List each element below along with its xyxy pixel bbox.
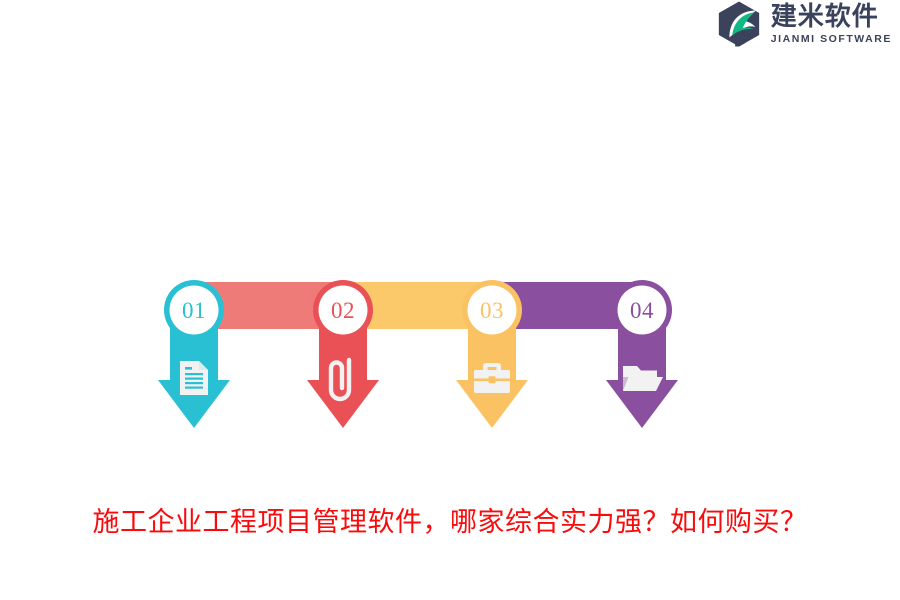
step-circle-inner-02 <box>318 285 368 335</box>
step-number-02: 02 <box>331 298 355 323</box>
paperclip-icon <box>328 357 352 402</box>
process-infographic: 01 02 <box>150 268 690 438</box>
briefcase-icon <box>474 363 510 393</box>
step-number-03: 03 <box>480 298 504 323</box>
hexagon-leaf-logo-icon <box>718 1 759 47</box>
step-circle-inner-04 <box>617 285 667 335</box>
brand-name-en: JIANMI SOFTWARE <box>770 32 892 45</box>
step-number-01: 01 <box>182 298 206 323</box>
connector-bars <box>194 282 642 329</box>
step-circle-inner-01 <box>169 285 219 335</box>
process-step-01[interactable]: 01 <box>158 280 230 428</box>
brand-name-cn: 建米软件 <box>770 1 879 32</box>
process-step-02[interactable]: 02 <box>307 280 379 428</box>
page-headline: 施工企业工程项目管理软件，哪家综合实力强？如何购买？ <box>92 507 808 538</box>
brand-text: 建米软件 JIANMI SOFTWARE <box>770 1 892 45</box>
process-step-03[interactable]: 03 <box>456 280 528 428</box>
folder-icon <box>623 366 663 391</box>
document-icon <box>180 361 208 395</box>
brand-logo: 建米软件 JIANMI SOFTWARE <box>715 0 892 48</box>
process-step-04[interactable]: 04 <box>606 280 678 428</box>
step-number-04: 04 <box>630 298 654 323</box>
step-circle-inner-03 <box>467 285 517 335</box>
